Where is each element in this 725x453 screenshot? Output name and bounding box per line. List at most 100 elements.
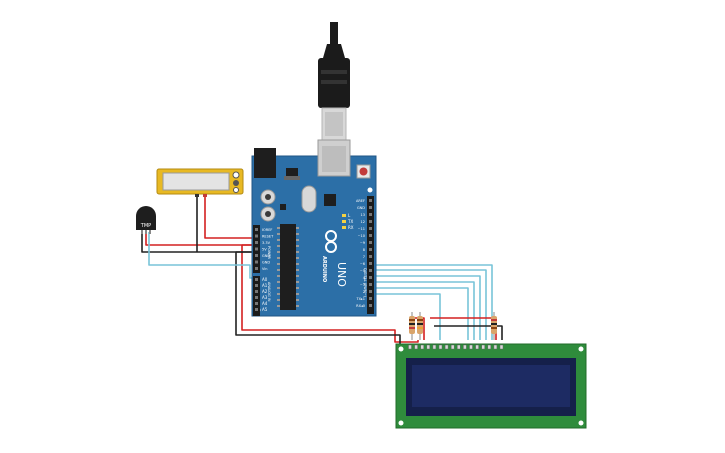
uno-label: UNO — [335, 262, 348, 287]
digital-pin[interactable] — [369, 220, 372, 223]
tmp-temperature-sensor[interactable]: TMP — [136, 206, 156, 234]
slide-potentiometer[interactable] — [156, 168, 244, 197]
chip-pin — [296, 245, 299, 247]
lcd-pin[interactable] — [408, 344, 412, 350]
wire-lcd-vdd — [412, 317, 425, 340]
analog-pin-label: A0 — [262, 277, 268, 282]
digital-pin[interactable] — [369, 304, 372, 307]
lcd-pin[interactable] — [414, 344, 418, 350]
digital-pin[interactable] — [369, 234, 372, 237]
digital-pin[interactable] — [369, 199, 372, 202]
wire-d2 — [372, 293, 441, 340]
digital-pin[interactable] — [369, 227, 372, 230]
digital-pin-label: ~11 — [358, 227, 365, 231]
lcd-pin[interactable] — [432, 344, 437, 350]
wire-tmp-gnd — [141, 232, 254, 253]
wire-d3 — [372, 287, 469, 340]
digital-pin[interactable] — [369, 283, 372, 286]
chip-pin — [277, 245, 280, 247]
lcd-pin[interactable] — [481, 344, 485, 350]
tx-led-label: TX — [347, 219, 353, 224]
power-pin-label: GND — [262, 261, 270, 265]
lcd-pin[interactable] — [444, 344, 449, 350]
chip-pin — [277, 227, 280, 229]
resistor-1[interactable] — [409, 312, 415, 340]
lcd-pin[interactable] — [475, 344, 479, 350]
chip-pin — [277, 239, 280, 241]
chip-pin — [296, 293, 299, 295]
arduino-uno-board[interactable]: L TX RX ARDUINO UNO DIGITAL (PWM~) POWER… — [251, 139, 377, 317]
analog-pin[interactable] — [255, 296, 258, 299]
digital-pin[interactable] — [369, 262, 372, 265]
analog-pin[interactable] — [255, 284, 258, 287]
power-pin-label: RESET — [262, 235, 274, 239]
lcd-pin[interactable] — [493, 344, 498, 350]
digital-pin[interactable] — [369, 297, 372, 300]
digital-pin[interactable] — [369, 269, 372, 272]
digital-pin-label: 12 — [361, 220, 365, 224]
digital-pin-label: RX◂0 — [356, 304, 365, 308]
power-pin-label: IOREF — [262, 228, 272, 232]
lcd-screen — [412, 365, 570, 407]
analog-pin[interactable] — [255, 290, 258, 293]
wire-slider-red — [204, 196, 254, 239]
lcd-pin[interactable] — [457, 344, 461, 350]
lcd-pin[interactable] — [420, 344, 424, 350]
digital-pin-label: 13 — [361, 213, 365, 217]
tmp-sensor-label: TMP — [140, 223, 151, 229]
power-header-label: POWER — [267, 246, 271, 260]
analog-header-label: ANALOG IN — [267, 282, 271, 302]
chip-pin — [277, 299, 280, 301]
power-pin-label: 5V — [262, 248, 267, 252]
l-led-label: L — [348, 213, 351, 218]
digital-pin[interactable] — [369, 241, 372, 244]
power-pin-label: 3.3V — [262, 241, 271, 245]
analog-pin-label: A5 — [262, 307, 268, 312]
power-pin[interactable] — [255, 247, 258, 251]
power-pin[interactable] — [255, 228, 258, 231]
lcd-pin[interactable] — [450, 344, 455, 350]
resistor-3[interactable] — [491, 312, 497, 340]
analog-pin[interactable] — [255, 302, 258, 305]
chip-pin — [277, 251, 280, 253]
digital-pin[interactable] — [369, 206, 372, 209]
arduino-logo — [325, 230, 337, 253]
chip-pin — [296, 305, 299, 307]
arduino-brand-label: ARDUINO — [321, 256, 327, 282]
lcd-pin[interactable] — [463, 344, 467, 350]
power-pin[interactable] — [255, 234, 258, 238]
lcd-16x2-display[interactable] — [395, 343, 587, 429]
power-pin[interactable] — [255, 254, 258, 257]
atmega-chip — [280, 224, 296, 310]
analog-pin-label: A1 — [262, 283, 268, 288]
chip-pin — [277, 275, 280, 277]
resistor-2[interactable] — [417, 312, 423, 340]
chip-pin — [277, 305, 280, 307]
digital-pin-label: 8 — [363, 248, 365, 252]
lcd-pin[interactable] — [469, 344, 473, 350]
lcd-pin[interactable] — [426, 344, 431, 350]
digital-pin[interactable] — [369, 213, 372, 216]
lcd-pin[interactable] — [499, 344, 504, 350]
power-pin[interactable] — [255, 241, 258, 244]
digital-pin[interactable] — [369, 255, 372, 258]
chip-pin — [296, 263, 299, 265]
digital-pin[interactable] — [369, 248, 372, 251]
digital-pin-label: ~9 — [360, 241, 365, 245]
digital-pin-label: GND — [357, 206, 365, 210]
analog-pin[interactable] — [255, 278, 258, 281]
digital-pin-label: ~10 — [358, 234, 365, 238]
digital-pin[interactable] — [369, 290, 372, 293]
chip-pin — [277, 233, 280, 235]
digital-pin-label: ~6 — [360, 262, 365, 266]
analog-pin-label: A3 — [262, 295, 268, 300]
digital-pin[interactable] — [369, 276, 372, 279]
power-pin[interactable] — [255, 267, 258, 270]
lcd-pin[interactable] — [487, 344, 492, 350]
wire-d12 — [372, 264, 493, 340]
lcd-pin[interactable] — [438, 344, 443, 350]
analog-pin[interactable] — [255, 308, 258, 311]
digital-pin-label: TX▸1 — [355, 297, 365, 301]
power-pin[interactable] — [255, 260, 258, 264]
